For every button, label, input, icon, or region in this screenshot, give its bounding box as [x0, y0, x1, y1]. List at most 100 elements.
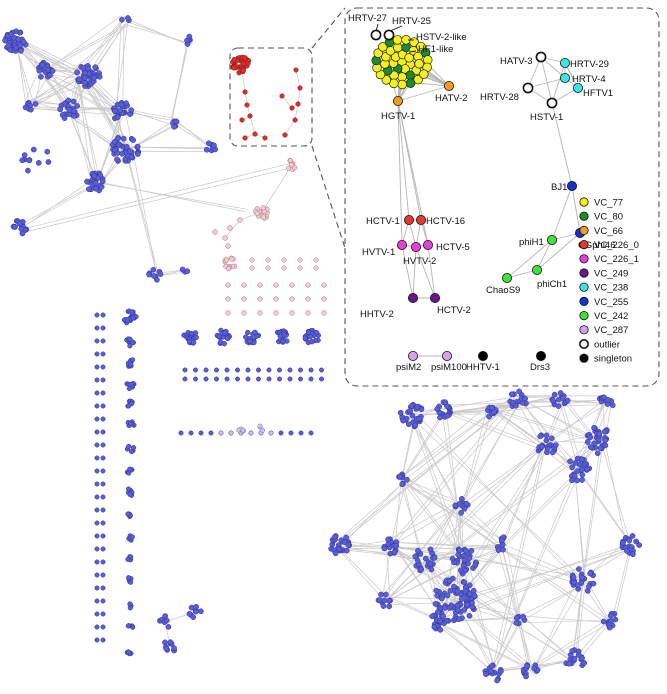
cluster-edge	[494, 445, 546, 673]
cluster-node	[469, 599, 475, 606]
isolated-pair-node	[100, 403, 106, 409]
red-node	[282, 132, 288, 138]
pink-node	[273, 296, 279, 302]
cluster-node	[127, 148, 133, 155]
cluster-node	[510, 399, 516, 406]
legend-label: VC_226_0	[594, 240, 639, 251]
grid-node	[245, 367, 251, 373]
cluster-node	[600, 618, 607, 625]
grid-node	[182, 376, 188, 382]
cluster-node	[378, 42, 388, 52]
cluster-edge	[87, 84, 129, 148]
cluster-node	[451, 559, 457, 566]
isolated-pair-node	[100, 559, 106, 565]
legend-label: VC_255	[594, 297, 628, 308]
inset-node-hvtv-1	[396, 239, 407, 250]
isolated-pair-node	[94, 507, 100, 513]
cluster-node	[513, 619, 520, 626]
cluster-edge	[421, 540, 502, 565]
cluster-edge	[21, 167, 294, 234]
pink-node	[225, 282, 231, 288]
cluster-node	[571, 473, 578, 479]
cluster-edge	[40, 24, 129, 75]
isolated-pair-node	[100, 546, 106, 552]
cluster-node	[120, 135, 127, 142]
isolated-pair-node	[94, 390, 100, 396]
cluster-edge	[393, 543, 445, 621]
cluster-node	[602, 437, 608, 444]
pink-node	[273, 310, 279, 316]
cluster-node	[134, 143, 141, 150]
cluster-node	[44, 148, 51, 155]
cluster-edge	[411, 415, 459, 509]
cluster-node	[416, 416, 423, 422]
cluster-node	[129, 534, 135, 540]
grid-node	[214, 376, 219, 382]
cluster-node	[624, 548, 630, 554]
cluster-edge	[337, 398, 516, 546]
zoom-source-box	[229, 47, 313, 147]
cluster-node	[92, 180, 99, 187]
legend-swatch	[579, 325, 589, 335]
cluster-node	[537, 433, 544, 440]
cluster-node	[630, 551, 636, 558]
inset-node-hctv-2	[429, 292, 440, 303]
cluster-node	[126, 575, 132, 581]
cluster-edge	[47, 67, 81, 69]
pink-node	[297, 265, 303, 271]
cluster-node	[236, 427, 242, 433]
inset-node-hctv-5	[422, 239, 433, 250]
cluster-edge	[337, 540, 386, 549]
cluster-edge	[74, 70, 100, 179]
cluster-edge	[454, 547, 631, 600]
cluster-edge	[392, 398, 515, 542]
cluster-node	[130, 137, 137, 143]
grid-node	[198, 430, 204, 436]
inset-edge	[401, 244, 414, 299]
cluster-node	[38, 73, 44, 80]
red-node	[262, 135, 268, 141]
isolated-pair-node	[100, 364, 106, 370]
cluster-node	[607, 612, 614, 619]
cluster-node	[128, 361, 134, 368]
isolated-pair-node	[94, 338, 100, 344]
grid-node	[208, 430, 214, 436]
pink-node	[225, 243, 231, 249]
cluster-node	[125, 511, 131, 517]
pink-node	[257, 310, 263, 316]
cluster-edge	[578, 470, 631, 544]
cluster-node	[231, 65, 237, 71]
cluster-edge	[461, 412, 487, 510]
inset-edge	[551, 62, 566, 104]
isolated-pair-node	[94, 598, 100, 604]
cluster-edge	[336, 546, 387, 596]
cluster-edge	[73, 113, 93, 185]
grid-node	[193, 376, 198, 382]
inset-edge	[551, 102, 573, 187]
cluster-node	[578, 466, 585, 473]
isolated-pair-node	[100, 377, 106, 383]
cluster-edge	[410, 395, 521, 415]
cluster-node	[584, 466, 590, 473]
cluster-node	[461, 607, 468, 613]
red-edge	[281, 95, 293, 109]
cluster-node	[498, 668, 504, 675]
cluster-node	[543, 437, 550, 444]
cluster-node	[163, 645, 170, 652]
cluster-node	[125, 486, 132, 492]
cluster-node	[19, 230, 26, 237]
cluster-edge	[122, 125, 174, 153]
cluster-node	[19, 157, 26, 164]
red-node	[292, 117, 298, 123]
inset-label: Drs3	[530, 362, 550, 373]
isolated-pair-node	[94, 468, 100, 474]
cluster-node	[114, 156, 120, 163]
cluster-node	[489, 404, 495, 411]
cluster-node	[412, 553, 419, 560]
cluster-edge	[75, 66, 98, 180]
cluster-node	[436, 618, 443, 624]
legend-swatch	[579, 197, 589, 207]
cluster-edge	[492, 616, 522, 672]
cluster-node	[111, 146, 118, 153]
cluster-edge	[460, 561, 496, 669]
